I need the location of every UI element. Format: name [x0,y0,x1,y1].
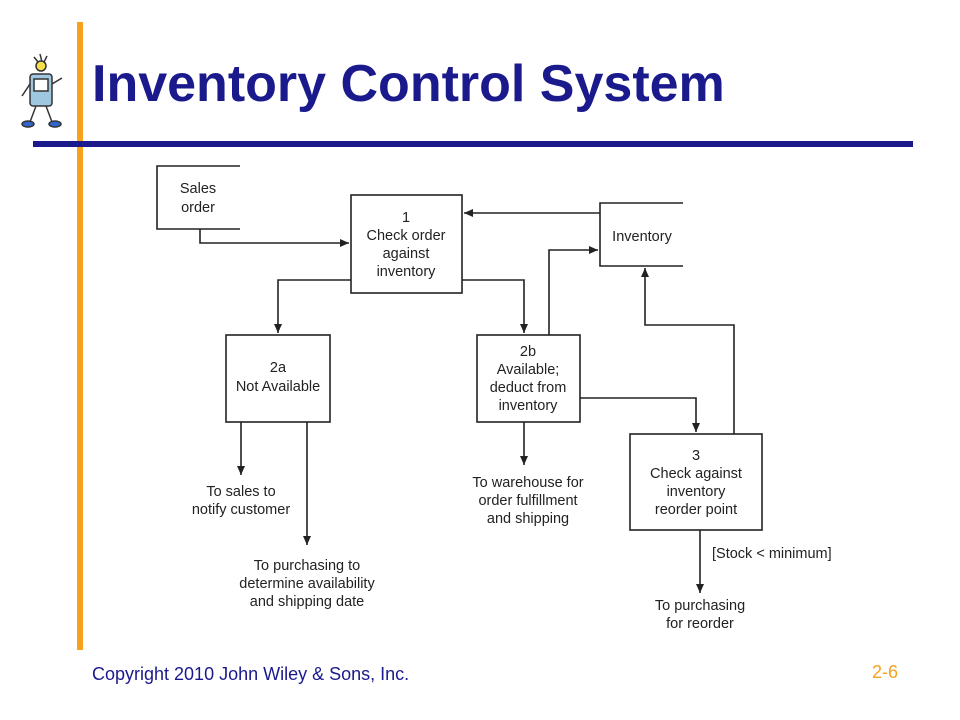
process-2a-number: 2a [270,360,287,376]
out-purchasing-line3: and shipping date [250,594,365,610]
out-reorder-line1: To purchasing [655,598,745,614]
process-2b-number: 2b [520,344,536,360]
process-2b-box [476,334,581,423]
process-2b-line1: Available; [497,362,560,378]
flow-1-to-2b [462,279,528,333]
flow-2b-to-3 [580,397,700,432]
out-warehouse-line2: order fulfillment [478,493,577,509]
process-3-box [629,433,763,531]
process-3-line1: Check against [650,466,742,482]
process-2a-line1: Not Available [236,379,320,395]
process-1-line1: Check order [367,228,446,244]
process-1-line3: inventory [377,264,437,280]
inventory-store-label: Inventory [612,229,672,245]
accent-vertical-bar [77,22,83,650]
out-purchasing-line2: determine availability [239,576,375,592]
process-3-line3: reorder point [655,502,737,518]
flow-sales-to-1 [199,229,349,247]
process-3-line2: inventory [667,484,727,500]
out-warehouse-line3: and shipping [487,511,569,527]
process-1-line2: against [383,246,430,262]
cartoon-computer-mascot-icon [21,53,63,128]
out-sales-line2: notify customer [192,502,290,518]
process-1-box [350,194,463,294]
out-warehouse-line1: To warehouse for [472,475,583,491]
process-3-number: 3 [692,448,700,464]
condition-label: [Stock < minimum] [712,546,832,562]
copyright-footer: Copyright 2010 John Wiley & Sons, Inc. [92,664,410,684]
out-reorder-line2: for reorder [666,616,734,632]
process-2a-box [225,334,331,423]
process-2b-line3: inventory [499,398,559,414]
sales-order-label-2: order [181,200,215,216]
flow-3-to-inventory [641,268,735,434]
flow-2b-to-inventory [548,246,598,335]
flow-1-to-2a [274,279,351,333]
out-sales-line1: To sales to [206,484,275,500]
inventory-store-box [599,202,683,267]
title-underline-rule [33,141,913,147]
sales-order-label-1: Sales [180,181,216,197]
page-number: 2-6 [872,662,899,682]
sales-order-box [156,165,240,230]
process-1-number: 1 [402,210,410,226]
out-purchasing-line1: To purchasing to [254,558,360,574]
process-2b-line2: deduct from [490,380,567,396]
slide-title: Inventory Control System [92,55,725,113]
